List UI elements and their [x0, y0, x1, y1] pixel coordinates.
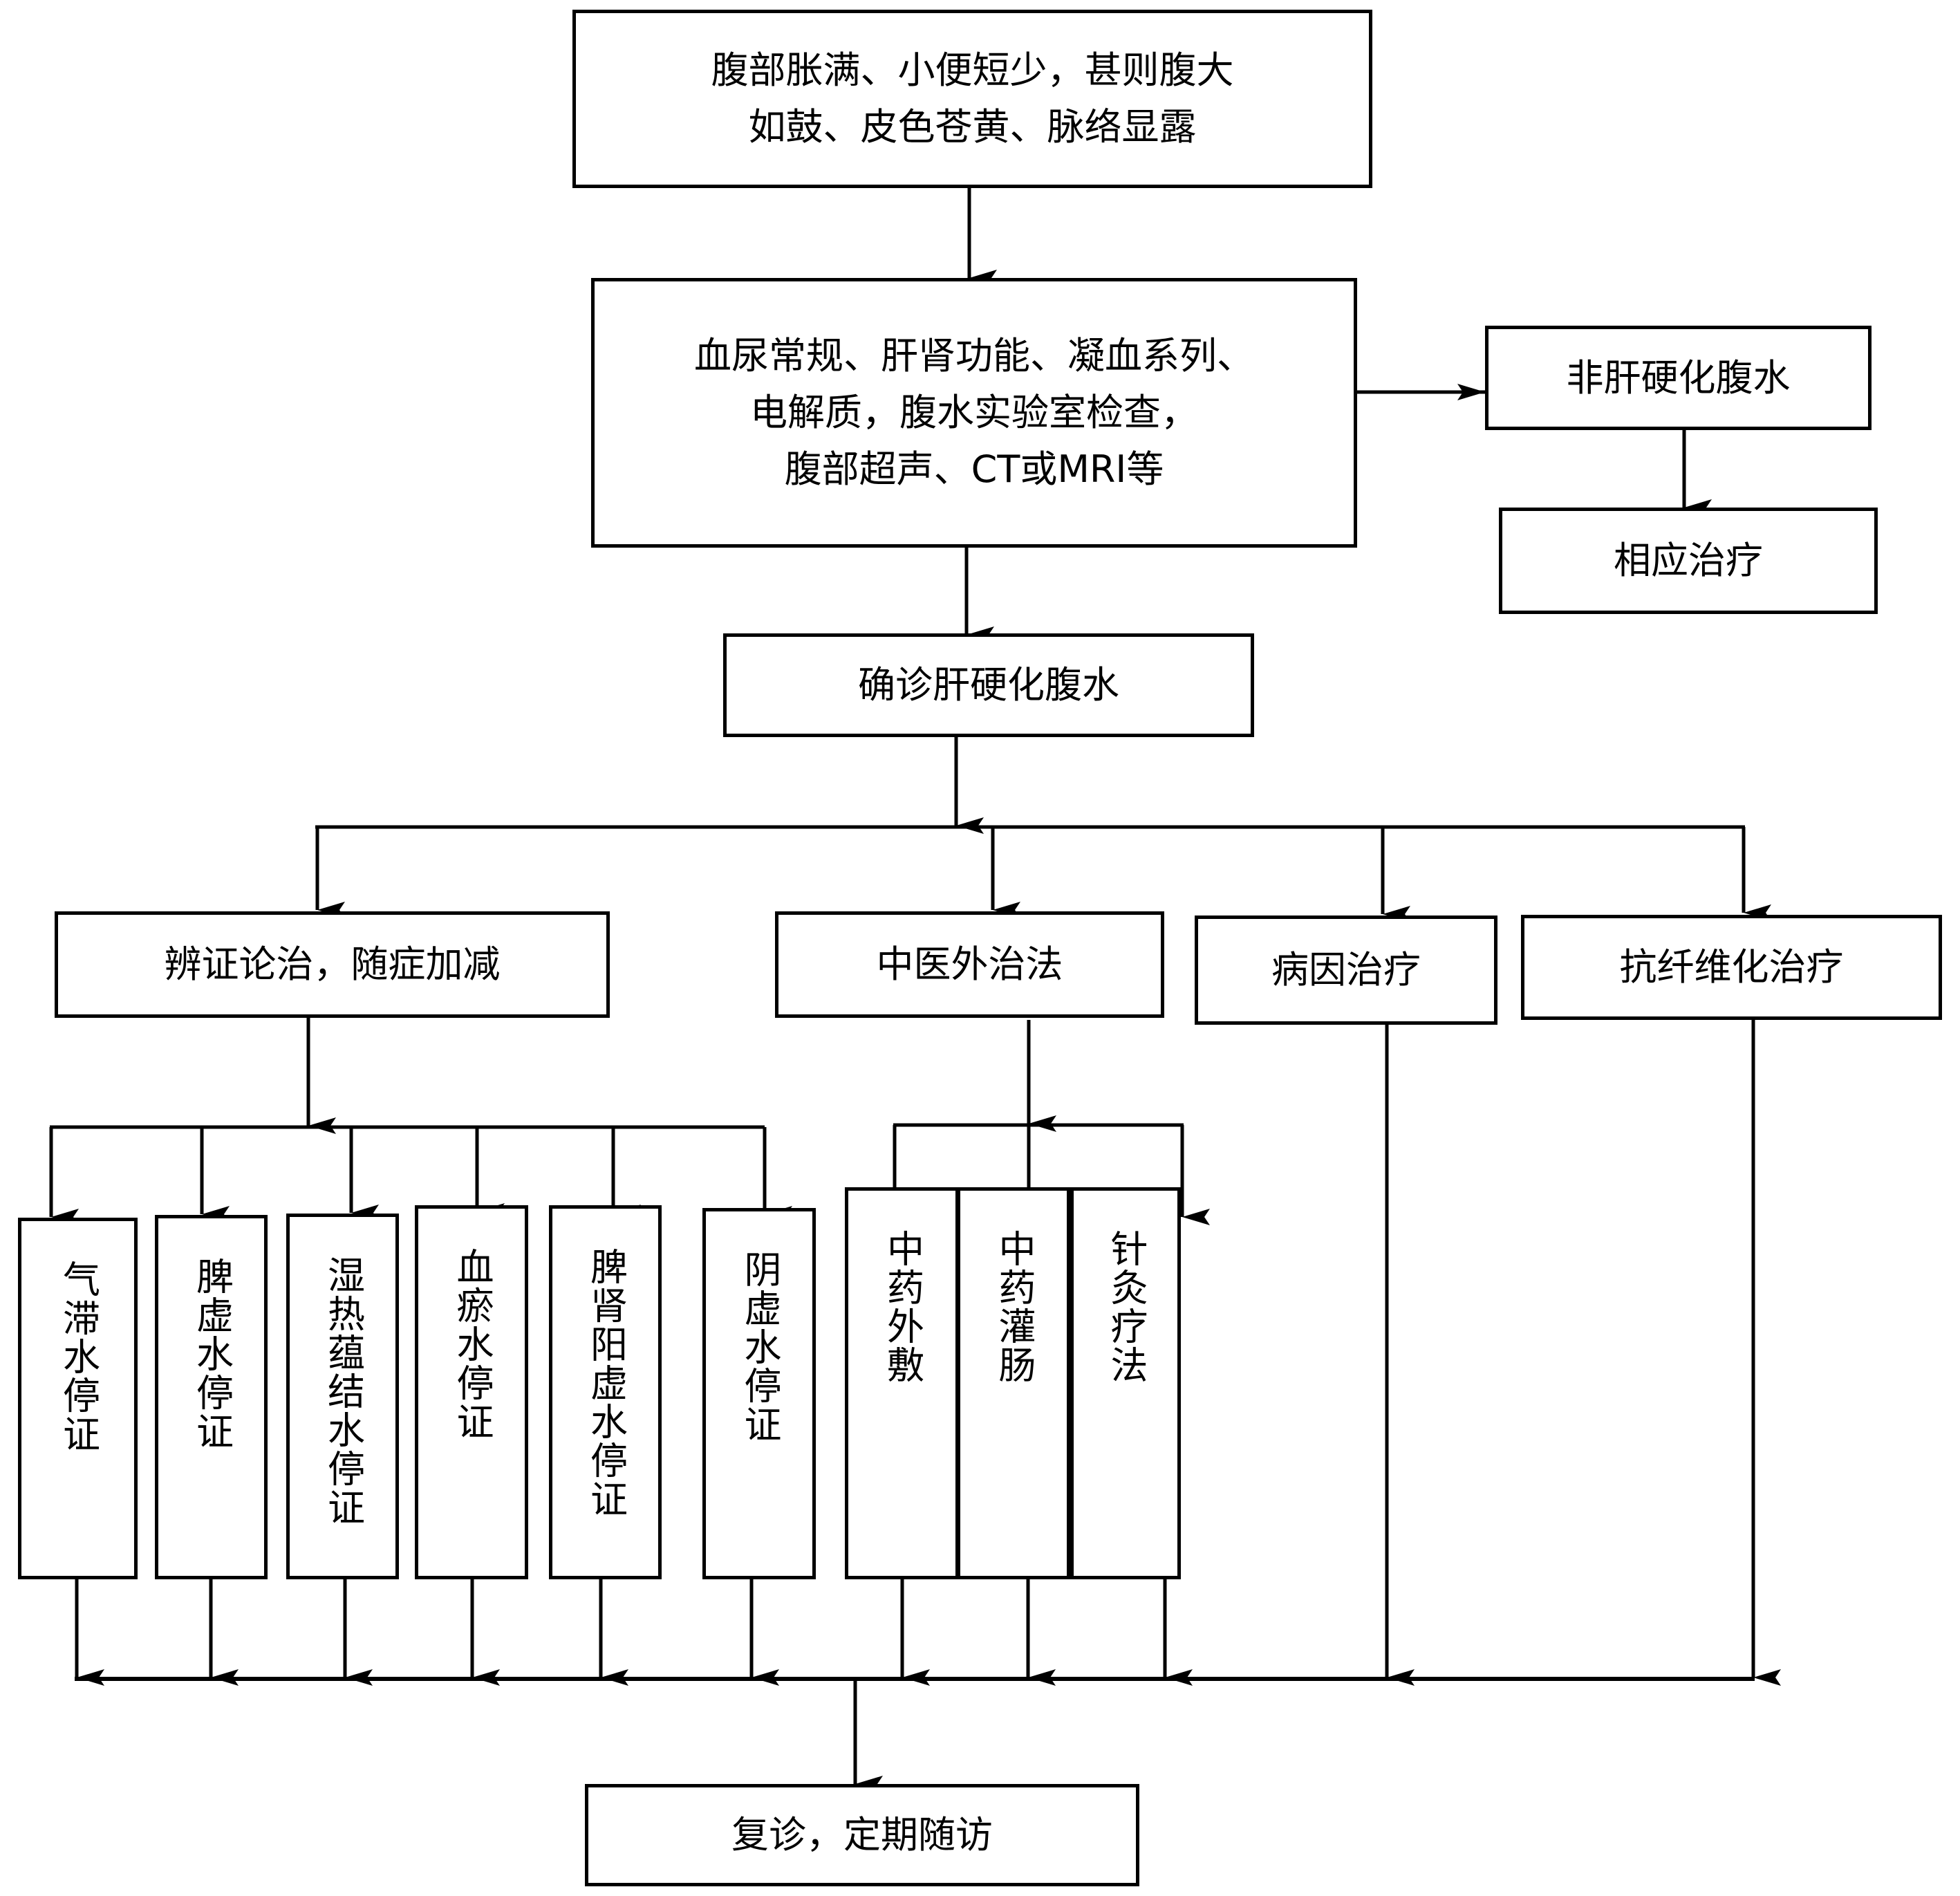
node-herbal-application-label: 中药外敷 [880, 1229, 924, 1384]
node-blood-stasis: 血瘀水停证 [415, 1205, 528, 1579]
node-spleen-kidney-yang-label: 脾肾阳虚水停证 [584, 1247, 628, 1518]
node-diagnosis-label: 确诊肝硬化腹水 [858, 663, 1119, 707]
node-exams-label: 血尿常规、肝肾功能、凝血系列、 电解质，腹水实验室检查， 腹部超声、CT或MRI… [694, 334, 1254, 491]
node-symptoms: 腹部胀满、小便短少，甚则腹大 如鼓、皮色苍黄、脉络显露 [572, 10, 1372, 188]
node-acupuncture: 针灸疗法 [1070, 1187, 1181, 1579]
node-symptoms-label: 腹部胀满、小便短少，甚则腹大 如鼓、皮色苍黄、脉络显露 [711, 48, 1234, 149]
node-anti-fibrosis-treatment-label: 抗纤维化治疗 [1619, 945, 1844, 989]
node-herbal-application: 中药外敷 [845, 1187, 959, 1579]
node-yin-deficiency-label: 阴虚水停证 [738, 1250, 781, 1444]
node-corresponding-treatment-label: 相应治疗 [1614, 539, 1763, 582]
node-corresponding-treatment: 相应治疗 [1499, 508, 1878, 614]
node-syndrome-differentiation: 辨证论治，随症加减 [55, 911, 610, 1018]
node-spleen-deficiency-label: 脾虚水停证 [189, 1257, 234, 1451]
node-qi-stagnation-label: 气滞水停证 [56, 1260, 100, 1453]
node-tcm-external-label: 中医外治法 [876, 942, 1063, 986]
node-anti-fibrosis-treatment: 抗纤维化治疗 [1521, 915, 1942, 1020]
node-etiological-treatment-label: 病因治疗 [1271, 948, 1421, 992]
node-spleen-kidney-yang: 脾肾阳虚水停证 [549, 1205, 662, 1579]
node-spleen-deficiency: 脾虚水停证 [155, 1215, 268, 1579]
node-etiological-treatment: 病因治疗 [1195, 916, 1497, 1025]
node-non-cirrhotic-ascites: 非肝硬化腹水 [1485, 326, 1872, 430]
node-blood-stasis-label: 血瘀水停证 [450, 1247, 494, 1441]
node-tcm-external: 中医外治法 [775, 911, 1164, 1018]
node-syndrome-differentiation-label: 辨证论治，随症加减 [164, 942, 501, 986]
node-damp-heat: 湿热蕴结水停证 [286, 1214, 399, 1579]
node-acupuncture-label: 针灸疗法 [1104, 1229, 1148, 1384]
node-exams: 血尿常规、肝肾功能、凝血系列、 电解质，腹水实验室检查， 腹部超声、CT或MRI… [591, 278, 1357, 548]
node-follow-up-label: 复诊，定期随访 [731, 1813, 993, 1857]
node-herbal-enema: 中药灌肠 [957, 1187, 1070, 1579]
node-herbal-enema-label: 中药灌肠 [992, 1229, 1036, 1384]
node-damp-heat-label: 湿热蕴结水停证 [321, 1256, 365, 1527]
node-yin-deficiency: 阴虚水停证 [702, 1208, 816, 1579]
node-diagnosis: 确诊肝硬化腹水 [723, 633, 1254, 737]
node-follow-up: 复诊，定期随访 [585, 1784, 1139, 1886]
node-non-cirrhotic-ascites-label: 非肝硬化腹水 [1566, 355, 1791, 400]
node-qi-stagnation: 气滞水停证 [18, 1218, 138, 1579]
